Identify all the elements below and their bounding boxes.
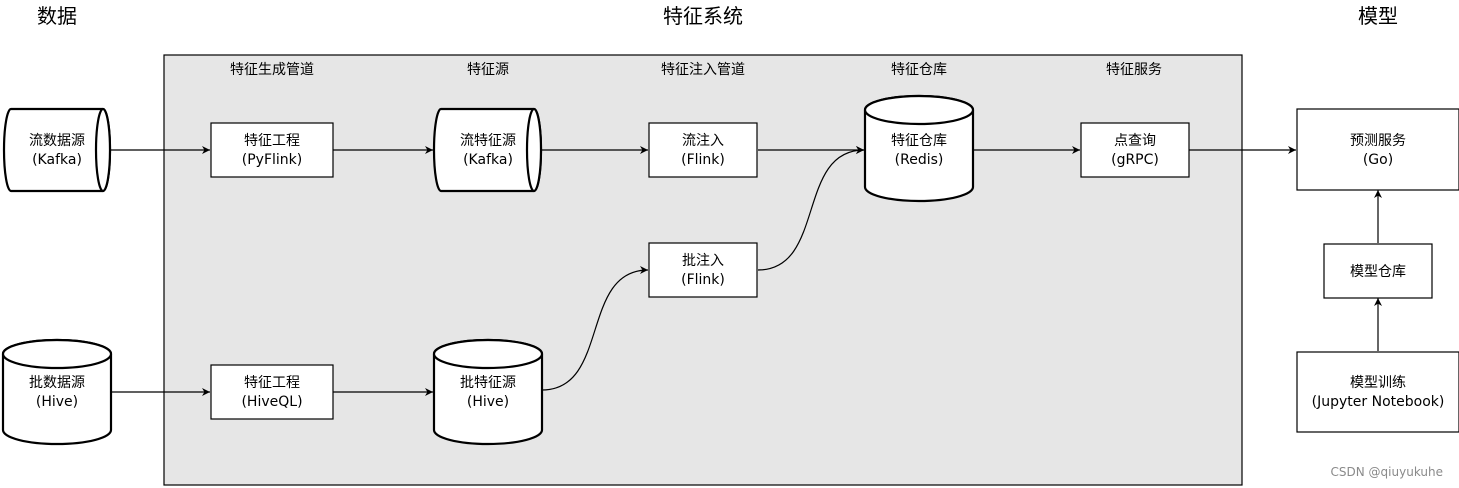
watermark-text: CSDN @qiuyukuhe bbox=[1331, 465, 1443, 479]
prediction-service-tech: (Go) bbox=[1363, 152, 1393, 168]
column-title-injection-pipeline: 特征注入管道 bbox=[661, 62, 745, 78]
column-title-feature-source: 特征源 bbox=[467, 62, 509, 78]
fe-pyflink-node: 特征工程 (PyFlink) bbox=[210, 122, 334, 178]
stream-feature-source-tech: (Kafka) bbox=[463, 152, 513, 168]
point-query-tech: (gRPC) bbox=[1111, 152, 1159, 168]
batch-source-label: 批数据源 bbox=[29, 375, 85, 391]
stream-source-tech: (Kafka) bbox=[32, 152, 82, 168]
batch-inject-label: 批注入 bbox=[682, 253, 724, 269]
point-query-node: 点查询 (gRPC) bbox=[1080, 122, 1190, 178]
point-query-label: 点查询 bbox=[1114, 133, 1156, 149]
section-title-model: 模型 bbox=[1358, 4, 1398, 28]
stream-source-node: 流数据源 (Kafka) bbox=[2, 107, 112, 193]
edge-batch-inject-to-feature-store bbox=[757, 146, 865, 271]
prediction-service-node: 预测服务 (Go) bbox=[1296, 108, 1459, 191]
column-title-generation-pipeline: 特征生成管道 bbox=[230, 62, 314, 78]
batch-feature-source-tech: (Hive) bbox=[467, 394, 509, 410]
fe-hiveql-node: 特征工程 (HiveQL) bbox=[210, 364, 334, 420]
fe-hiveql-label: 特征工程 bbox=[244, 375, 300, 391]
model-repo-node: 模型仓库 bbox=[1323, 243, 1433, 299]
column-title-feature-service: 特征服务 bbox=[1106, 62, 1162, 78]
fe-hiveql-tech: (HiveQL) bbox=[241, 394, 302, 410]
batch-source-tech: (Hive) bbox=[36, 394, 78, 410]
stream-feature-source-node: 流特征源 (Kafka) bbox=[432, 107, 543, 193]
model-training-node: 模型训练 (Jupyter Notebook) bbox=[1296, 351, 1459, 433]
stream-inject-tech: (Flink) bbox=[681, 152, 725, 168]
prediction-service-label: 预测服务 bbox=[1350, 133, 1406, 149]
fe-pyflink-label: 特征工程 bbox=[244, 133, 300, 149]
feature-store-label: 特征仓库 bbox=[891, 133, 947, 149]
stream-inject-label: 流注入 bbox=[682, 133, 724, 149]
feature-store-node: 特征仓库 (Redis) bbox=[863, 94, 975, 203]
model-training-label: 模型训练 bbox=[1350, 375, 1406, 391]
model-training-tech: (Jupyter Notebook) bbox=[1312, 394, 1445, 410]
batch-inject-node: 批注入 (Flink) bbox=[648, 242, 758, 298]
edge-batch-feature-source-to-batch-inject bbox=[541, 266, 649, 391]
feature-store-tech: (Redis) bbox=[895, 152, 944, 168]
batch-source-node: 批数据源 (Hive) bbox=[1, 338, 113, 446]
batch-feature-source-label: 批特征源 bbox=[460, 375, 516, 391]
section-title-data: 数据 bbox=[37, 4, 77, 28]
batch-feature-source-node: 批特征源 (Hive) bbox=[432, 338, 544, 446]
column-title-feature-store: 特征仓库 bbox=[891, 62, 947, 78]
batch-inject-tech: (Flink) bbox=[681, 272, 725, 288]
stream-feature-source-label: 流特征源 bbox=[460, 133, 516, 149]
model-repo-label: 模型仓库 bbox=[1350, 264, 1406, 280]
stream-source-label: 流数据源 bbox=[29, 133, 85, 149]
fe-pyflink-tech: (PyFlink) bbox=[242, 152, 302, 168]
stream-inject-node: 流注入 (Flink) bbox=[648, 122, 758, 178]
section-title-feature-system: 特征系统 bbox=[663, 4, 743, 28]
